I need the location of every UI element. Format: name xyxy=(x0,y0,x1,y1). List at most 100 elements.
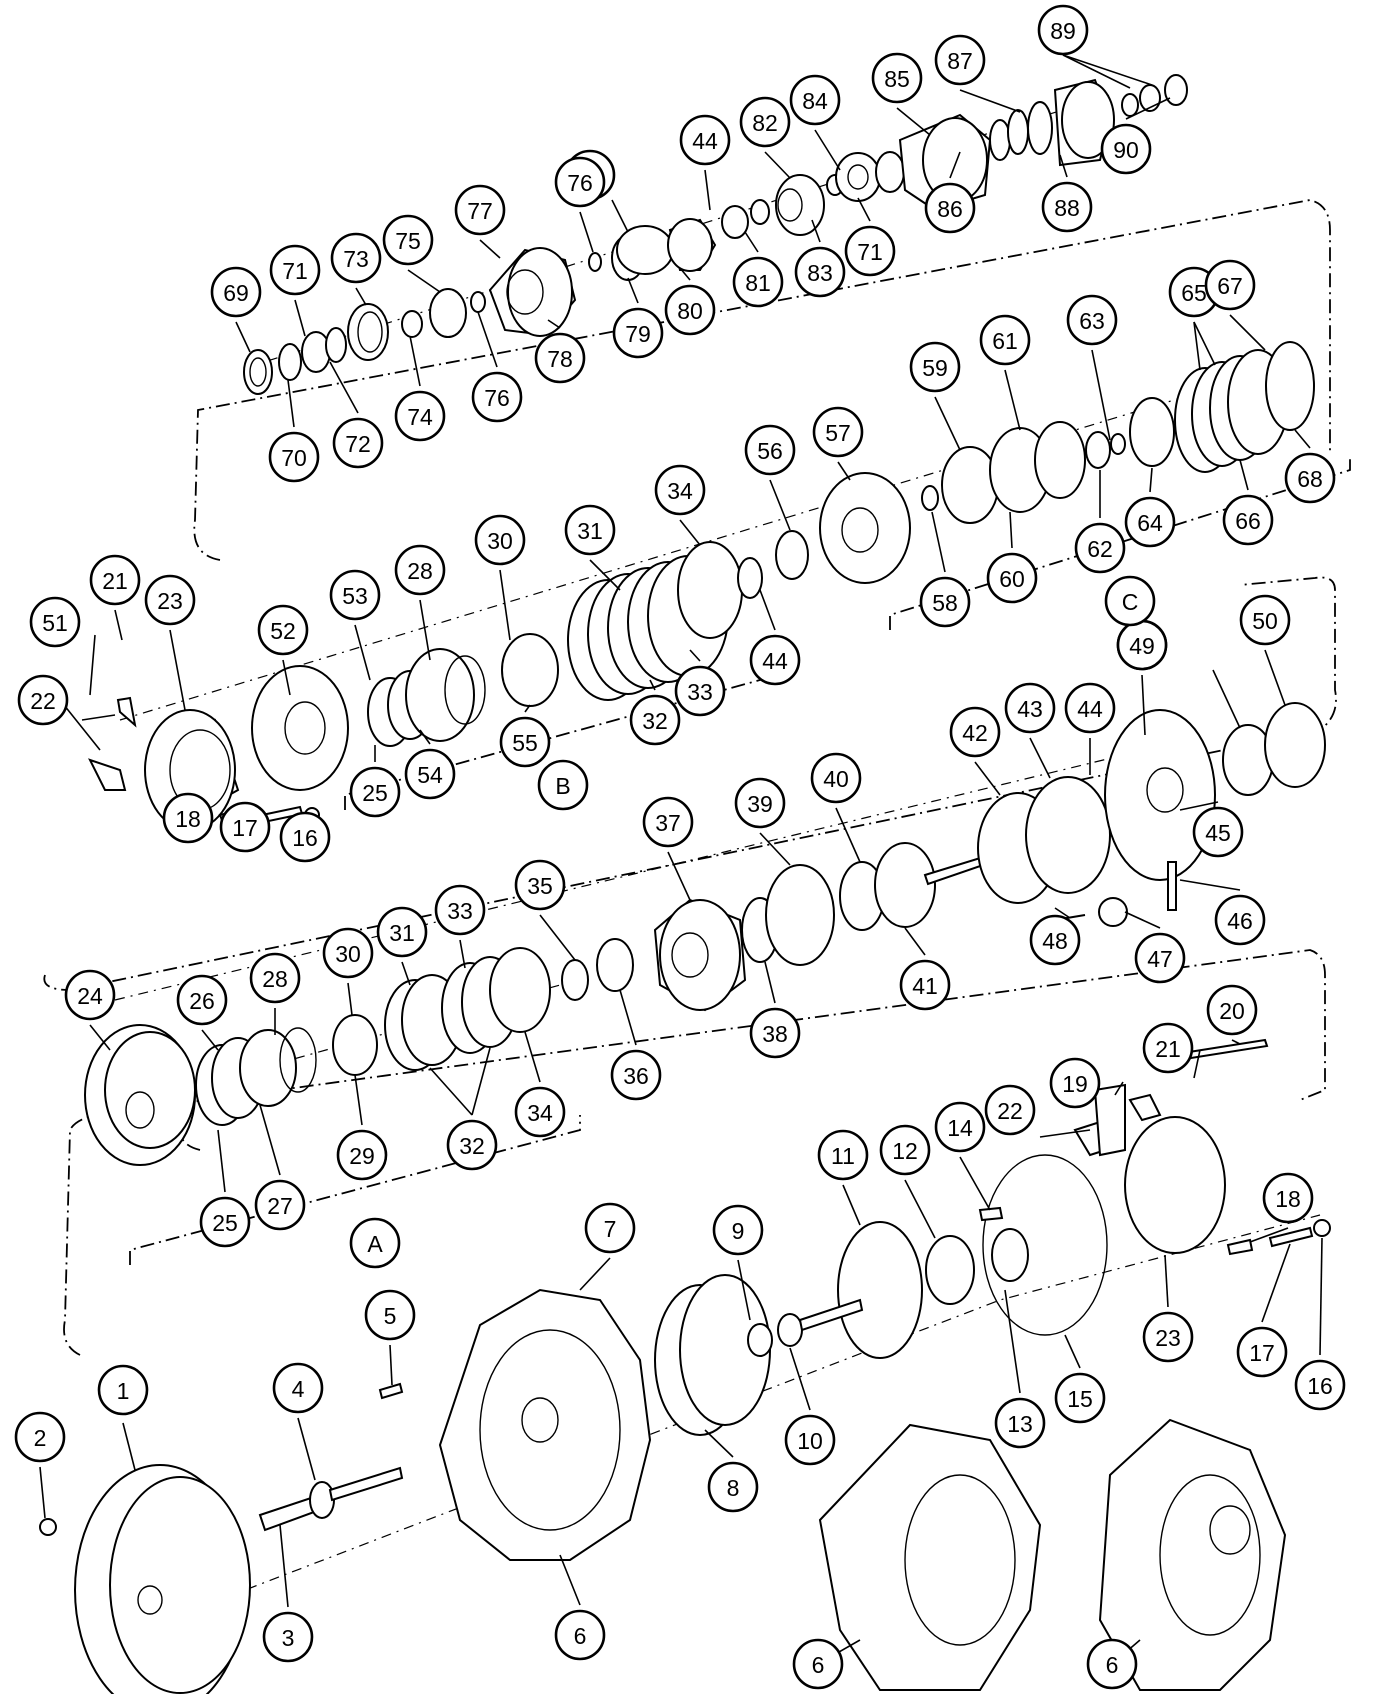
callout-c28b: 28 xyxy=(249,952,301,1004)
callout-c32a: 32 xyxy=(629,694,681,746)
callout-c9: 9 xyxy=(712,1204,764,1256)
callout-number: 79 xyxy=(625,321,651,347)
callout-c29: 29 xyxy=(336,1129,388,1181)
callout-circle xyxy=(1262,1172,1314,1224)
callout-circle xyxy=(534,332,586,384)
group-circle xyxy=(537,759,589,811)
callout-circle xyxy=(1192,806,1244,858)
callout-circle xyxy=(1294,1359,1346,1411)
callout-c41: 41 xyxy=(899,959,951,1011)
callout-number: 85 xyxy=(884,66,910,92)
callout-number: 51 xyxy=(42,610,68,636)
callout-number: 76 xyxy=(567,170,593,196)
callout-number: 21 xyxy=(1155,1036,1181,1062)
callout-circle xyxy=(554,1609,606,1661)
callout-c90: 90 xyxy=(1100,123,1152,175)
callout-circle xyxy=(262,1611,314,1663)
callout-number: 28 xyxy=(407,558,433,584)
callout-c19: 19 xyxy=(1049,1057,1101,1109)
callout-number: 39 xyxy=(747,791,773,817)
callout-number: 13 xyxy=(1007,1411,1033,1437)
callout-c48: 48 xyxy=(1029,914,1081,966)
callout-number: 89 xyxy=(1050,18,1076,44)
callout-circle xyxy=(1142,1022,1194,1074)
callout-c10: 10 xyxy=(784,1414,836,1466)
callout-circle xyxy=(734,777,786,829)
callout-number: 59 xyxy=(922,355,948,381)
callout-number: 34 xyxy=(667,478,693,504)
callout-number: 22 xyxy=(997,1098,1023,1124)
callout-circle xyxy=(257,604,309,656)
callout-number: 12 xyxy=(892,1138,918,1164)
callout-number: 42 xyxy=(962,720,988,746)
callout-c72: 72 xyxy=(332,417,384,469)
callout-c16b: 16 xyxy=(1294,1359,1346,1411)
callout-c25a: 25 xyxy=(349,766,401,818)
callout-layer: 1234566678910111212131415161617171818192… xyxy=(14,4,1346,1690)
callout-circle xyxy=(744,424,796,476)
callout-number: 31 xyxy=(577,518,603,544)
callout-number: 69 xyxy=(223,280,249,306)
callout-c17b: 17 xyxy=(1236,1326,1288,1378)
callout-circle xyxy=(272,1362,324,1414)
callout-circle xyxy=(1239,594,1291,646)
callout-circle xyxy=(269,244,321,296)
callout-c44b: 44 xyxy=(749,634,801,686)
callout-number: 21 xyxy=(102,568,128,594)
callout-c63: 63 xyxy=(1066,294,1118,346)
callout-circle xyxy=(14,1411,66,1463)
callout-circle xyxy=(749,1007,801,1059)
callout-number: 61 xyxy=(992,328,1018,354)
callout-number: 70 xyxy=(281,445,307,471)
callout-circle xyxy=(817,1129,869,1181)
callout-number: 44 xyxy=(762,648,788,674)
callout-circle xyxy=(924,182,976,234)
callout-number: 64 xyxy=(1137,510,1163,536)
callout-circle xyxy=(1041,181,1093,233)
callout-c33a: 33 xyxy=(674,665,726,717)
callout-number: 72 xyxy=(345,431,371,457)
group-label-gB: B xyxy=(537,759,589,811)
callout-number: 24 xyxy=(77,983,103,1009)
callout-c64: 64 xyxy=(1124,496,1176,548)
callout-circle xyxy=(329,569,381,621)
callout-c42b: 42 xyxy=(949,706,1001,758)
callout-circle xyxy=(1066,294,1118,346)
callout-c27: 27 xyxy=(254,1179,306,1231)
callout-c24: 24 xyxy=(64,969,116,1021)
group-circle xyxy=(349,1217,401,1269)
callout-number: 6 xyxy=(574,1623,587,1649)
callout-circle xyxy=(454,184,506,236)
callout-circle xyxy=(584,1202,636,1254)
callout-c37: 37 xyxy=(642,796,694,848)
callout-number: 49 xyxy=(1129,633,1155,659)
callout-circle xyxy=(349,766,401,818)
callout-c55: 55 xyxy=(499,716,551,768)
callout-circle xyxy=(1222,494,1274,546)
callout-circle xyxy=(162,792,214,844)
callout-number: 40 xyxy=(823,766,849,792)
callout-number: 68 xyxy=(1297,466,1323,492)
callout-circle xyxy=(664,284,716,336)
callout-c21b: 21 xyxy=(1142,1022,1194,1074)
callout-number: 84 xyxy=(802,88,828,114)
callout-circle xyxy=(642,796,694,848)
callout-number: 16 xyxy=(292,825,318,851)
callout-number: 81 xyxy=(745,270,771,296)
callout-c45: 45 xyxy=(1192,806,1244,858)
callout-number: 25 xyxy=(362,780,388,806)
callout-c52: 52 xyxy=(257,604,309,656)
group-letter: C xyxy=(1122,589,1139,615)
callout-circle xyxy=(1054,1372,1106,1424)
callout-circle xyxy=(986,552,1038,604)
callout-circle xyxy=(899,959,951,1011)
group-label-layer: A B C xyxy=(349,575,1156,1269)
callout-c31b: 31 xyxy=(376,906,428,958)
callout-number: 8 xyxy=(727,1475,740,1501)
callout-number: 28 xyxy=(262,966,288,992)
callout-c56: 56 xyxy=(744,424,796,476)
callout-number: 31 xyxy=(389,920,415,946)
group-letter: A xyxy=(367,1231,383,1257)
callout-c26: 26 xyxy=(176,974,228,1026)
callout-c61: 61 xyxy=(979,314,1031,366)
